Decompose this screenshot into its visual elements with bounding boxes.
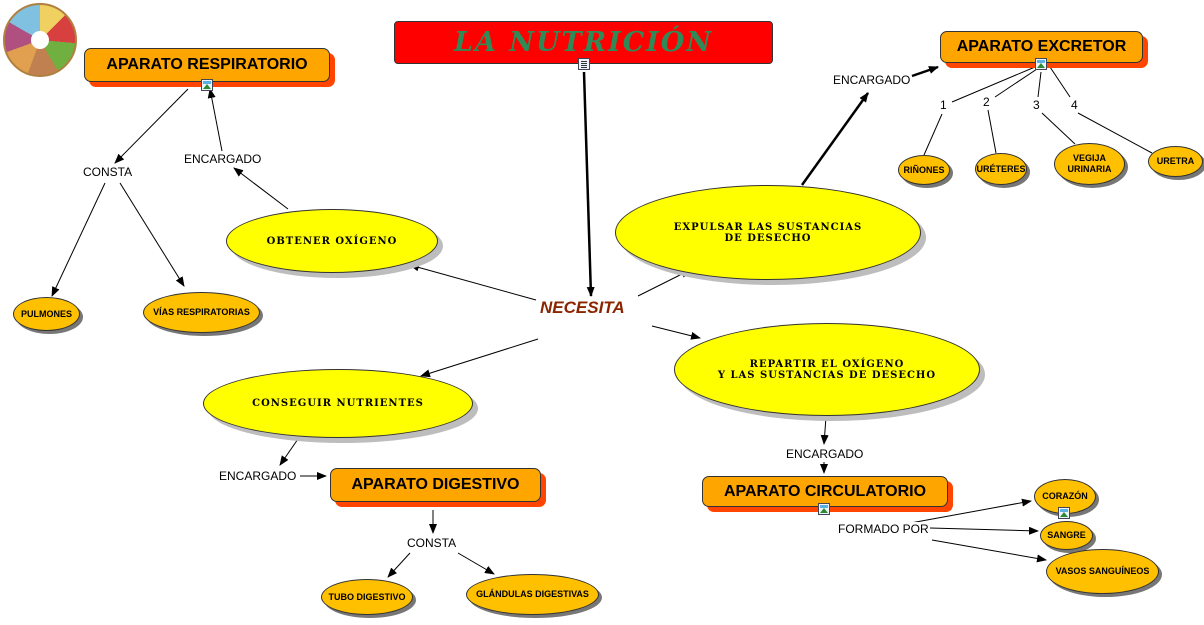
part-glandulas-digestivas[interactable]: GLÁNDULAS DIGESTIVAS	[466, 574, 599, 615]
part-tubo-digestivo[interactable]: TUBO DIGESTIVO	[321, 579, 413, 615]
need-repartir-oxigeno[interactable]: REPARTIR EL OXÍGENO Y LAS SUSTANCIAS DE …	[674, 323, 980, 416]
link-title-necesita	[582, 71, 595, 297]
link-2-ureteres	[987, 109, 997, 154]
system-respiratorio[interactable]: APARATO RESPIRATORIO	[84, 48, 330, 82]
link-repartir-encargado	[820, 416, 829, 445]
need-conseguir-nutrientes[interactable]: CONSEGUIR NUTRIENTES	[203, 369, 473, 438]
food-plate-icon	[3, 3, 77, 77]
part-vias-respiratorias[interactable]: VÍAS RESPIRATORIAS	[143, 292, 260, 333]
need-expulsar-sustancias[interactable]: EXPULSAR LAS SUSTANCIAS DE DESECHO	[615, 185, 921, 280]
number-1: 1	[940, 98, 947, 112]
link-formado-vasos	[931, 539, 1047, 563]
number-2: 2	[983, 95, 990, 109]
label-encargado-circulatorio: ENCARGADO	[786, 447, 864, 461]
link-necesita-expulsar	[637, 269, 691, 297]
link-3-vejiga	[1041, 112, 1076, 145]
part-pulmones[interactable]: PULMONES	[13, 297, 80, 331]
title-text: LA NUTRICIÓN	[453, 27, 714, 58]
central-necesita[interactable]: NECESITA	[540, 298, 625, 317]
link-formado-sangre	[929, 526, 1039, 535]
respiratorio-image-icon[interactable]	[201, 79, 213, 91]
excretor-image-icon[interactable]	[1035, 58, 1047, 70]
link-expulsar-encargado	[800, 92, 870, 186]
part-vasos-sanguineos[interactable]: VASOS SANGUÍNEOS	[1046, 549, 1159, 594]
link-formado-corazon	[904, 498, 1032, 525]
part-rinones[interactable]: RIÑONES	[898, 155, 950, 185]
link-excretor-1	[951, 66, 1036, 103]
link-consta-tubo	[387, 552, 411, 578]
link-necesita-repartir	[651, 325, 701, 340]
label-encargado-excretor: ENCARGADO	[833, 73, 911, 87]
link-necesita-nutrientes	[420, 338, 539, 378]
link-excretor-2	[994, 66, 1041, 98]
system-circulatorio[interactable]: APARATO CIRCULATORIO	[702, 476, 948, 507]
label-encargado-digestivo: ENCARGADO	[219, 469, 297, 483]
link-consta-pulmones	[51, 182, 106, 297]
link-4-uretra	[1077, 112, 1153, 154]
number-3: 3	[1033, 98, 1040, 112]
need-obtener-oxigeno[interactable]: OBTENER OXÍGENO	[226, 209, 438, 273]
corazon-image-icon[interactable]	[1058, 507, 1070, 519]
link-consta-glandulas	[457, 552, 495, 575]
title-nutricion[interactable]: LA NUTRICIÓN	[394, 21, 773, 64]
link-necesita-oxigeno	[409, 263, 537, 301]
number-4: 4	[1071, 98, 1078, 112]
label-encargado-respiratorio: ENCARGADO	[184, 152, 262, 166]
circulatorio-image-icon[interactable]	[818, 503, 830, 515]
document-icon[interactable]	[578, 58, 590, 70]
part-vejiga-urinaria[interactable]: VEGIJA URINARIA	[1054, 143, 1125, 185]
label-consta-respiratorio: CONSTA	[83, 165, 133, 179]
link-encargado-excretor	[911, 65, 939, 78]
link-1-rinones	[923, 113, 943, 156]
link-consta-vias	[119, 182, 185, 287]
label-consta-digestivo: CONSTA	[407, 536, 457, 550]
label-formado-por: FORMADO POR	[838, 522, 929, 536]
part-ureteres[interactable]: URÉTERES	[975, 153, 1027, 185]
link-encargado-respiratorio	[207, 88, 223, 152]
part-uretra[interactable]: URETRA	[1148, 146, 1203, 177]
system-digestivo[interactable]: APARATO DIGESTIVO	[330, 468, 541, 502]
link-excretor-3	[1037, 71, 1042, 98]
link-nutrientes-encargado	[279, 438, 299, 466]
link-excretor-4	[1049, 66, 1071, 98]
link-oxigeno-encargado	[233, 167, 289, 210]
link-respiratorio-consta	[114, 88, 189, 164]
part-sangre[interactable]: SANGRE	[1040, 521, 1093, 550]
